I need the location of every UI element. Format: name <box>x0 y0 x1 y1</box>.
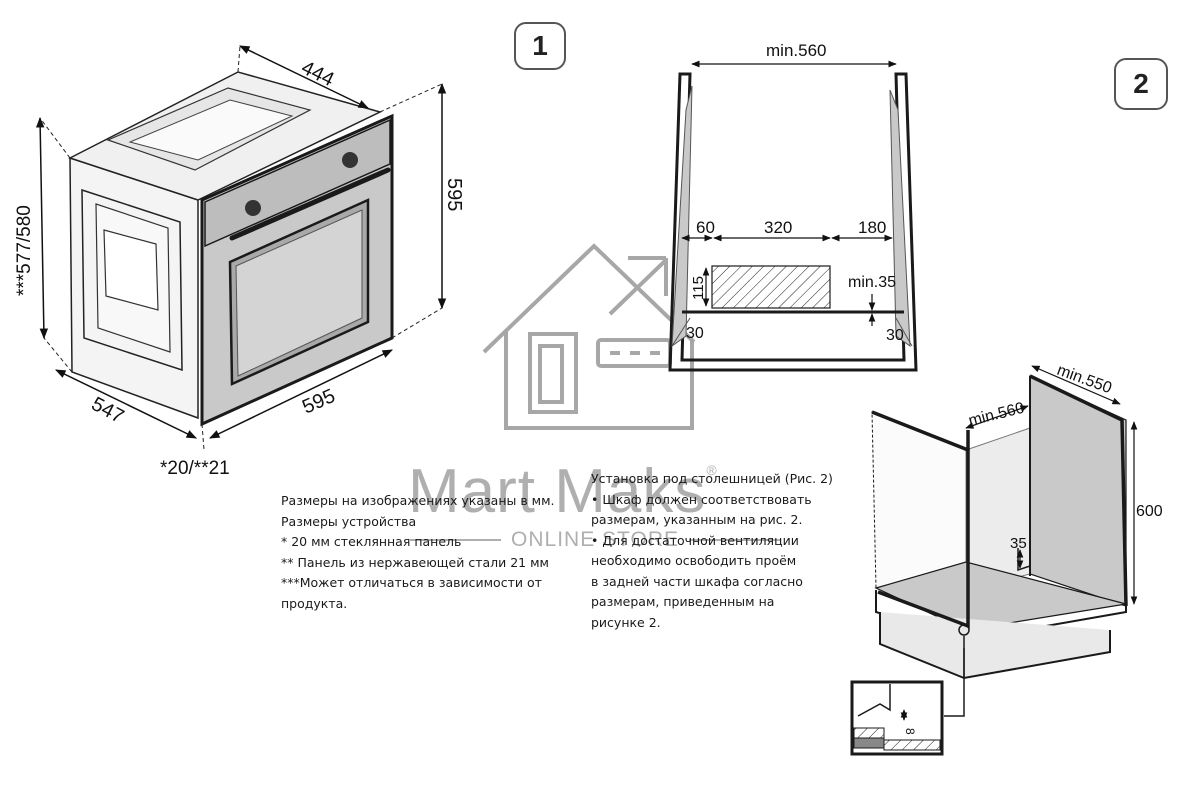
note-line: размерам, приведенным на <box>591 594 775 609</box>
cabinet-3d-drawing <box>850 374 1128 756</box>
cabinet-vent-height-label: 115 <box>690 276 707 300</box>
note-line: • Для достаточной вентиляции <box>591 532 799 548</box>
figure-2-number: 2 <box>1133 68 1149 99</box>
figure-2-badge: 2 <box>1114 58 1168 110</box>
oven-drawing <box>68 71 394 427</box>
cabinet-front-section <box>668 72 918 372</box>
oven-extension-lines <box>39 45 443 451</box>
house-icon <box>482 243 696 430</box>
note-line: * 20 мм стеклянная панель <box>281 534 462 549</box>
notes-right: Установка под столешницей (Рис. 2) • Шка… <box>591 469 833 633</box>
cabinet-3d-dimension-lines <box>900 365 1138 721</box>
oven-depth-top-label: 444 <box>298 57 338 91</box>
note-line: Размеры устройства <box>281 513 417 529</box>
note-line: Размеры на изображениях указаны в мм. <box>281 493 555 508</box>
cabinet-min-gap-label: min.35 <box>848 274 896 291</box>
figure-1-number: 1 <box>532 30 548 61</box>
watermark-subtitle: ONLINE STORE <box>410 528 781 552</box>
cabinet-offset-right-label: 30 <box>886 327 904 344</box>
cabinet-offset-left-label: 30 <box>686 325 704 342</box>
watermark-brand: Mart Maks® <box>408 456 718 527</box>
note-line: ** Панель из нержавеющей стали 21 мм <box>281 554 549 570</box>
note-line: размерам, указанным на рис. 2. <box>591 512 803 527</box>
cabinet3d-min-width-label: min.560 <box>967 400 1026 430</box>
oven-height-side-label: ***577/580 <box>14 205 35 296</box>
cabinet3d-height-label: 600 <box>1136 503 1163 520</box>
notes-left: Размеры на изображениях указаны в мм. Ра… <box>281 491 555 614</box>
note-line: ***Может отличаться в зависимости от <box>281 575 542 590</box>
note-line: в задней части шкафа согласно <box>591 573 803 589</box>
watermark-reg-mark: ® <box>706 462 718 478</box>
note-line: необходимо освободить проём <box>591 553 797 568</box>
watermark-line-right <box>689 539 781 541</box>
cabinet-right-label: 180 <box>858 218 886 237</box>
oven-depth-bottom-label: 547 <box>88 393 128 428</box>
cabinet-front-dimension-lines <box>681 60 897 326</box>
cabinet3d-inset-label: 35 <box>1010 535 1027 552</box>
note-line: • Шкаф должен соответствовать <box>591 491 812 507</box>
watermark-subtitle-text: ONLINE STORE <box>511 528 679 551</box>
watermark-brand-text: Mart Maks <box>408 457 707 526</box>
note-line: рисунке 2. <box>591 614 661 630</box>
oven-width-bottom-label: 595 <box>299 385 338 419</box>
watermark-line-left <box>410 539 502 541</box>
cabinet-min-width-label: min.560 <box>766 41 826 60</box>
oven-panel-label: *20/**21 <box>160 458 230 479</box>
oven-dimension-lines <box>35 45 447 439</box>
figure-1-badge: 1 <box>514 22 566 70</box>
oven-height-front-label: 595 <box>443 178 465 211</box>
cabinet-middle-label: 320 <box>764 218 792 237</box>
note-line: продукта. <box>281 595 348 611</box>
cabinet3d-detail-label: 8 <box>903 728 917 735</box>
note-line: Установка под столешницей (Рис. 2) <box>591 471 833 486</box>
cabinet-left-label: 60 <box>696 218 715 237</box>
